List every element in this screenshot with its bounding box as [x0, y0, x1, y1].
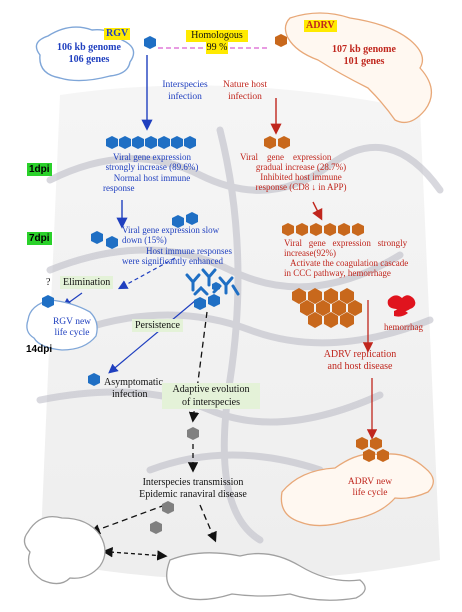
adrv-new-cycle-label-1: ADRV new — [347, 477, 393, 487]
asymptomatic-infection-label-2: infection — [112, 389, 148, 400]
left-7dpi-line4: were significantly enhanced — [122, 256, 223, 266]
adrv-genome-size: 107 kb genome — [332, 44, 396, 55]
timepoint-1dpi: 1dpi — [27, 163, 52, 176]
left-1dpi-line4: response — [103, 183, 135, 193]
elimination-label: Elimination — [60, 276, 114, 289]
persistence-label: Persistence — [132, 319, 183, 332]
right-1dpi-line1: Viral gene expression — [240, 152, 332, 162]
left-1dpi-line3: Normal host immune — [113, 173, 191, 183]
rgv-virion-icon — [144, 36, 156, 49]
adrv-name-label: ADRV — [304, 20, 337, 32]
rgv-virion-cycle-icon — [42, 295, 54, 308]
grey-virion-transmission-icon-1 — [162, 501, 174, 514]
left-7dpi-line2: down (15%) — [122, 235, 167, 245]
rgv-genome-size: 106 kb genome — [57, 42, 121, 53]
timepoint-14dpi: 14dpi — [26, 344, 53, 355]
toad-outline-rgv-host — [35, 26, 135, 82]
adrv-virion-row-7dpi — [282, 223, 364, 236]
epidemic-disease-label: Epidemic ranaviral disease — [139, 489, 247, 500]
rgv-new-cycle-label-2: life cycle — [54, 328, 90, 338]
left-7dpi-line3: Host immune responses — [146, 246, 232, 256]
adrv-replication-label-1: ADRV replication — [323, 349, 397, 360]
adrv-new-cycle-label-2: life cycle — [352, 488, 388, 498]
adaptive-evolution-label-1: Adaptive evolution — [162, 383, 260, 396]
arrow-host-exchange — [102, 547, 168, 561]
interspecies-infection-label-2: infection — [168, 92, 202, 102]
arrow-1dpi-to-7dpi-right — [312, 201, 323, 221]
interspecies-transmission-label: Interspecies transmission — [142, 477, 244, 488]
nature-host-infection-label-2: infection — [228, 92, 262, 102]
bottom-salamander-outline — [166, 552, 366, 601]
nature-host-infection-label-1: Nature host — [222, 80, 268, 90]
adrv-virion-cluster — [292, 288, 362, 328]
adrv-virion-pair-1dpi — [264, 136, 290, 149]
timepoint-7dpi: 7dpi — [27, 232, 52, 245]
left-1dpi-line1: Viral gene expression — [113, 152, 191, 162]
homology-percent: 99 % — [206, 42, 228, 54]
adrv-virion-icon — [275, 34, 287, 47]
right-7dpi-line3: Activate the coagulation cascade — [290, 258, 409, 268]
salamander-outline-adrv-host — [284, 12, 432, 124]
rgv-virion-row-1dpi — [106, 136, 196, 149]
adrv-new-cycle-salamander-outline — [280, 453, 434, 527]
arrow-to-toad — [89, 504, 166, 535]
rgv-new-cycle-label-1: RGV new — [52, 317, 92, 327]
right-1dpi-line2: gradual increase (28.7%) — [255, 162, 347, 172]
left-1dpi-line2: strongly increase (89.6%) — [105, 162, 199, 172]
adaptive-evolution-label-2: of interspecies — [162, 396, 260, 409]
right-7dpi-line4: in CCC pathway, hemorrhage — [284, 268, 391, 278]
bottom-toad-outline — [23, 515, 106, 585]
interspecies-infection-label-1: Interspecies — [162, 80, 208, 90]
rgv-virions-7dpi — [91, 212, 198, 249]
hemorrhage-icon — [387, 295, 416, 317]
rgv-name-label: RGV — [104, 28, 131, 40]
grey-virion-evolved-icon — [187, 427, 199, 440]
arrow-to-salamander — [199, 504, 217, 543]
adrv-virions-cycle — [356, 437, 389, 462]
rgv-virions-persistence — [194, 282, 220, 310]
right-7dpi-line1: Viral gene expression strongly — [284, 238, 408, 248]
homology-label: Homologous — [186, 30, 248, 42]
elimination-question-mark: ? — [46, 277, 51, 288]
asymptomatic-infection-label-1: Asymptomatic — [104, 377, 163, 388]
rgv-virion-asymptomatic-icon — [88, 373, 100, 386]
hemorrhage-label: hemorrhag — [384, 322, 423, 332]
rgv-gene-count: 106 genes — [68, 54, 110, 65]
arrow-to-asymptomatic — [108, 299, 197, 374]
grey-virion-transmission-icon-2 — [150, 521, 162, 534]
right-1dpi-line4: response (CD8 ↓ in APP) — [255, 182, 347, 192]
arrow-to-elimination — [117, 257, 176, 290]
right-1dpi-line3: Inhibited host immune — [260, 172, 342, 182]
left-7dpi-line1: Viral gene expression slow — [122, 225, 220, 235]
background-field — [40, 85, 440, 580]
adrv-replication-label-2: and host disease — [327, 361, 393, 372]
right-7dpi-line2: increase(92%) — [284, 248, 336, 258]
adrv-gene-count: 101 genes — [343, 56, 385, 67]
wavy-ribbons — [36, 126, 444, 544]
